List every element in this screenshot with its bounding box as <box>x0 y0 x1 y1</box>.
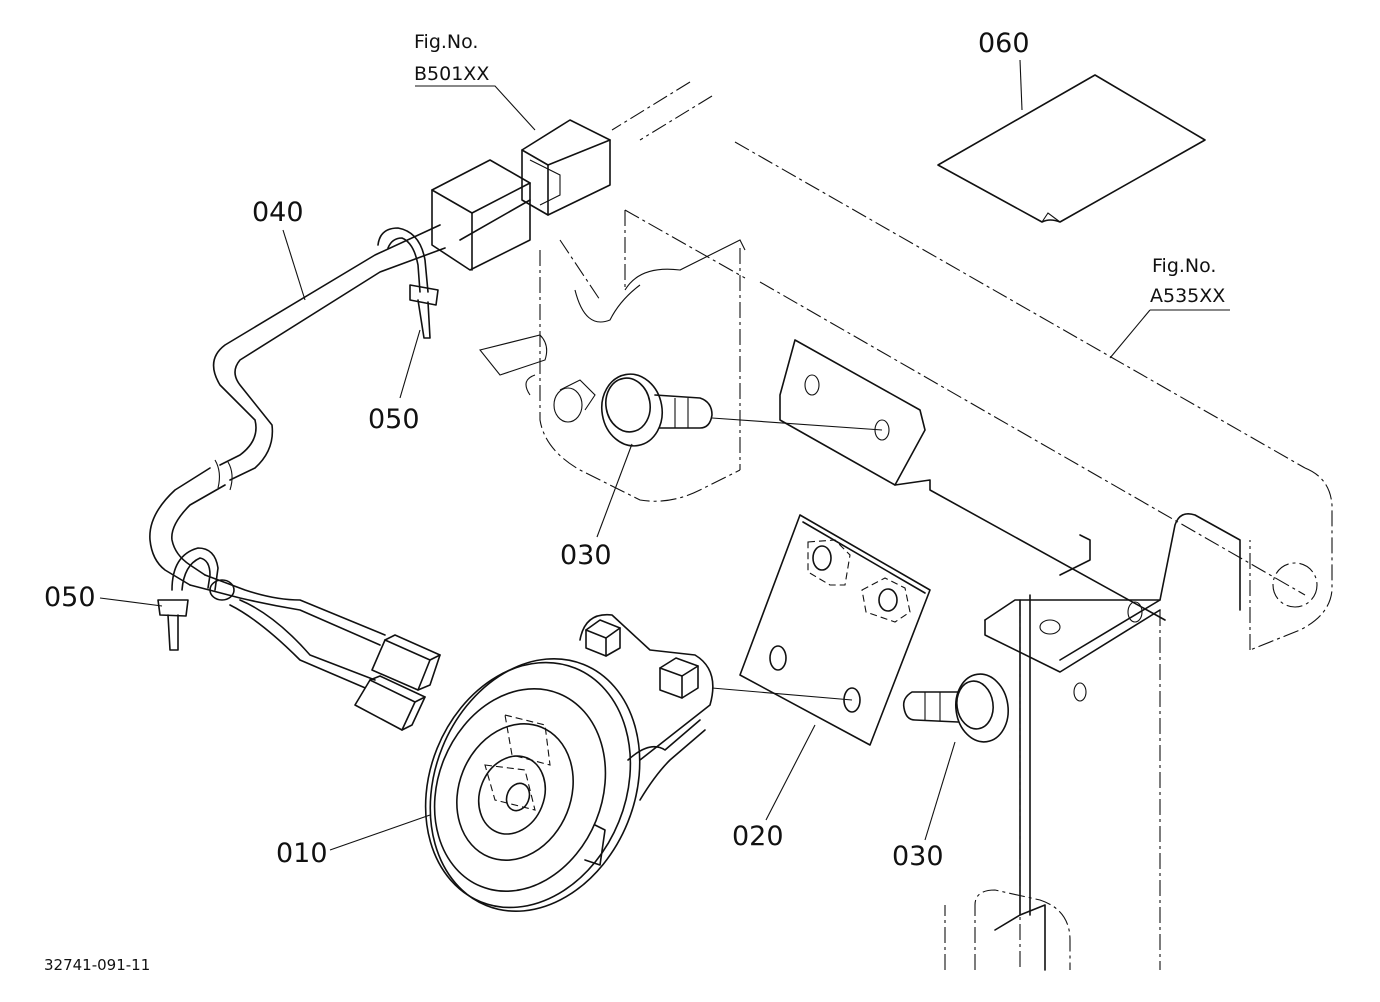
figref-a535-line1: Fig.No. <box>1152 255 1216 277</box>
callout-harness: 040 <box>252 197 304 228</box>
figref-b501-line1: Fig.No. <box>414 31 478 53</box>
figref-a535-line2: A535XX <box>1150 285 1225 307</box>
callout-tie-upper: 050 <box>368 404 420 435</box>
harness-terminals <box>354 634 441 731</box>
harness-connector <box>431 119 611 271</box>
callout-label-sheet: 060 <box>978 28 1030 59</box>
mounting-plate <box>479 239 746 423</box>
callout-bolt-lower: 030 <box>892 841 944 872</box>
horn-mount-bracket <box>579 613 714 761</box>
leader-lines <box>99 59 1230 851</box>
wire-harness <box>149 224 446 691</box>
flange-bolt-lower <box>902 673 1009 743</box>
callout-tie-lower: 050 <box>44 582 96 613</box>
document-id: 32741-091-11 <box>44 956 150 974</box>
cable-tie-upper <box>377 227 439 339</box>
flange-bolt-upper <box>601 373 713 447</box>
horn <box>424 657 706 913</box>
frame-stay <box>779 339 1241 971</box>
assembly-lines <box>711 417 883 701</box>
cable-tie-lower <box>157 547 235 651</box>
figref-b501-line2: B501XX <box>414 63 489 85</box>
callout-bolt-upper: 030 <box>560 540 612 571</box>
bracket-plate <box>739 514 931 746</box>
callout-bracket: 020 <box>732 821 784 852</box>
label-sheet <box>937 74 1206 223</box>
callout-horn: 010 <box>276 838 328 869</box>
